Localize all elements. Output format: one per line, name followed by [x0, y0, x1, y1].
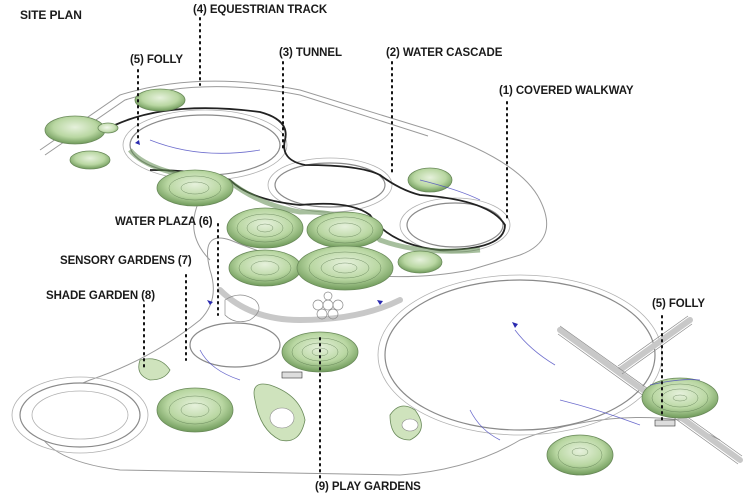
mound-plaza-4 [296, 245, 394, 291]
callout-covered-walkway: (1) COVERED WALKWAY [499, 85, 634, 97]
leader-lines [137, 17, 663, 479]
mound-plaza-5 [397, 250, 443, 274]
lawn-areas [19, 114, 656, 448]
mound-east-1 [407, 167, 453, 193]
southwest-lawn [19, 382, 141, 448]
callout-equestrian-track: (4) EQUESTRIAN TRACK [193, 4, 328, 16]
great-lawn [384, 279, 656, 431]
sensory-circles [224, 291, 344, 322]
mound-south [546, 434, 614, 476]
equestrian-track-line [114, 107, 506, 251]
mound-plaza-3 [228, 249, 302, 287]
garden-mounds [44, 88, 719, 476]
callout-tunnel: (3) TUNNEL [279, 47, 342, 59]
play-lawn-ring [189, 322, 281, 368]
page-title: SITE PLAN [20, 8, 82, 22]
folly-pavilion-play [281, 371, 303, 379]
callout-play-gardens: (9) PLAY GARDENS [315, 481, 421, 493]
mound-plaza-2 [306, 211, 384, 249]
mound-plaza-1 [226, 207, 304, 249]
callout-sensory-gardens: SENSORY GARDENS (7) [60, 255, 192, 267]
mound-small-1 [97, 122, 119, 134]
callout-water-plaza: WATER PLAZA (6) [115, 216, 213, 228]
mound-west-1 [156, 169, 234, 207]
callout-folly-north: (5) FOLLY [130, 54, 183, 66]
mound-southwest [156, 387, 234, 433]
flow-arrows [149, 139, 701, 441]
arrow-heads [135, 140, 518, 328]
folly-pavilion-east [654, 419, 676, 427]
callout-shade-garden: SHADE GARDEN (8) [46, 290, 155, 302]
mound-north-folly [134, 88, 186, 112]
callout-water-cascade: (2) WATER CASCADE [386, 47, 503, 59]
mound-nw-2 [69, 150, 111, 170]
east-lawn [406, 202, 504, 248]
central-lawn [274, 162, 386, 208]
mound-nw-1 [44, 115, 106, 145]
callout-folly-east: (5) FOLLY [652, 298, 705, 310]
